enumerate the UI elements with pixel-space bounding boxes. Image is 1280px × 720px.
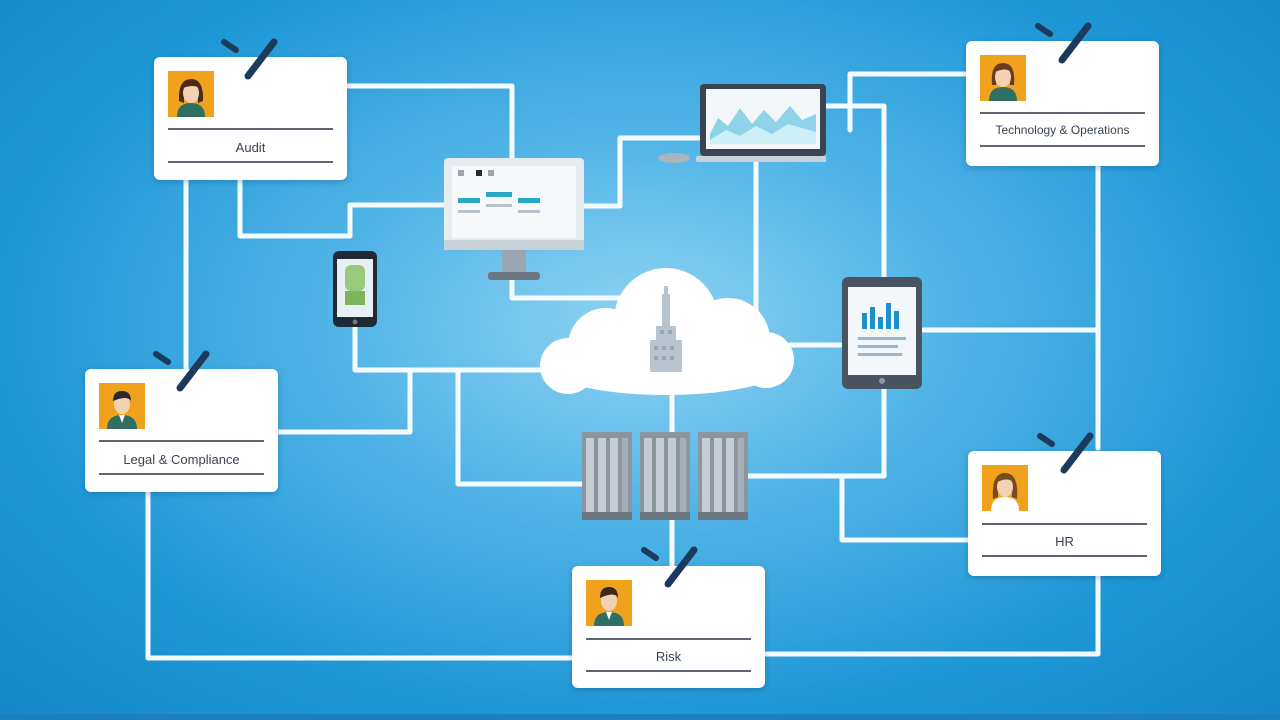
legal-compliance-card[interactable]: Legal & Compliance xyxy=(85,369,278,492)
pin-icon xyxy=(641,546,698,588)
male-avatar-icon xyxy=(99,383,145,429)
card-label: Technology & Operations xyxy=(995,123,1130,137)
card-label: HR xyxy=(1055,534,1074,549)
tablet-icon xyxy=(842,277,922,389)
cloud-icon xyxy=(540,268,794,395)
card-label: Audit xyxy=(235,140,266,155)
bottom-strip xyxy=(0,714,1280,720)
pin-icon xyxy=(1037,432,1094,474)
card-label: Legal & Compliance xyxy=(123,452,240,467)
pin-icon xyxy=(1035,22,1092,64)
female-avatar-icon xyxy=(980,55,1026,101)
male-avatar-icon xyxy=(586,580,632,626)
card-label: Risk xyxy=(655,649,682,664)
server-rack-icon xyxy=(582,432,748,520)
female-avatar-icon xyxy=(168,71,214,117)
smartphone-icon xyxy=(333,251,377,327)
technology-operations-card[interactable]: Technology & Operations xyxy=(966,41,1159,166)
female-avatar-icon xyxy=(982,465,1028,511)
audit-card[interactable]: Audit xyxy=(154,57,347,180)
desktop-monitor-icon xyxy=(444,158,584,280)
laptop-icon xyxy=(658,84,826,163)
pin-icon xyxy=(221,38,278,80)
pin-icon xyxy=(153,350,210,392)
